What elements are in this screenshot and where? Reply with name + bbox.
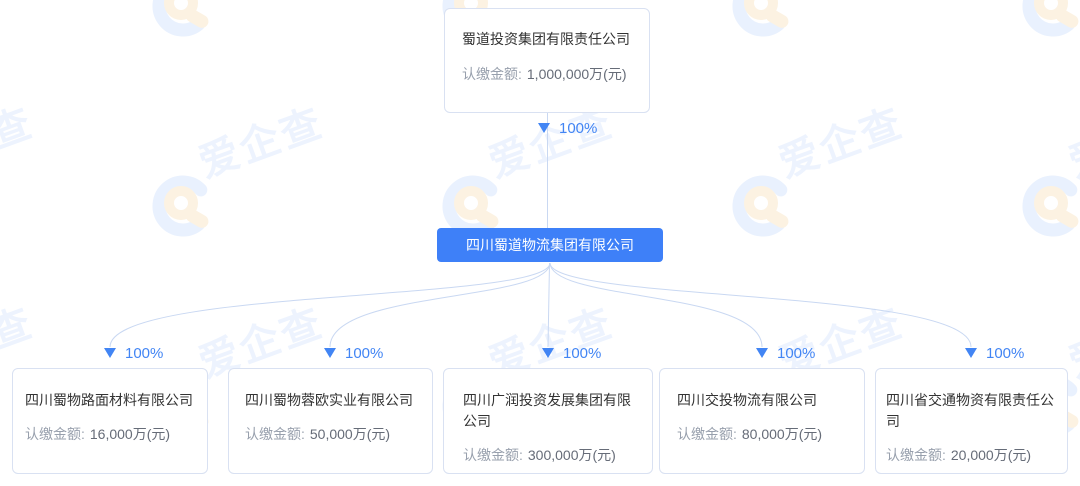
company-name: 四川蜀物路面材料有限公司: [25, 392, 193, 408]
percent-text: 100%: [125, 345, 164, 362]
amount-value: 300,000万(元): [527, 447, 616, 463]
arrow-down-icon: [104, 348, 116, 358]
subscribed-amount: 认缴金额:300,000万(元): [463, 445, 633, 465]
sub-5-percent-label: 100%: [965, 345, 1024, 362]
connector-to-sub-4: [549, 262, 763, 348]
arrow-down-icon: [542, 348, 554, 358]
percent-text: 100%: [563, 345, 602, 362]
arrow-down-icon: [324, 348, 336, 358]
arrow-down-icon: [756, 348, 768, 358]
root-connector-line: [547, 113, 548, 228]
subscribed-amount: 认缴金额:50,000万(元): [245, 424, 416, 444]
subsidiary-card-4[interactable]: 四川交投物流有限公司 认缴金额:80,000万(元): [659, 368, 865, 474]
percent-text: 100%: [986, 345, 1025, 362]
amount-value: 1,000,000万(元): [526, 66, 627, 82]
subsidiary-card-5[interactable]: 四川省交通物资有限责任公司 认缴金额:20,000万(元): [875, 368, 1068, 474]
subsidiary-card-3[interactable]: 四川广润投资发展集团有限公司 认缴金额:300,000万(元): [443, 368, 653, 474]
company-name: 蜀道投资集团有限责任公司: [462, 31, 630, 47]
connector-to-sub-1: [109, 262, 551, 348]
amount-label: 认缴金额:: [25, 426, 85, 442]
subscribed-amount: 认缴金额:1,000,000万(元): [462, 64, 632, 85]
subsidiary-card-2[interactable]: 四川蜀物蓉欧实业有限公司 认缴金额:50,000万(元): [228, 368, 433, 474]
subscribed-amount: 认缴金额:80,000万(元): [677, 424, 847, 444]
company-name: 四川省交通物资有限责任公司: [886, 392, 1054, 429]
connector-to-sub-2: [329, 262, 551, 348]
sub-2-percent-label: 100%: [324, 345, 383, 362]
arrow-down-icon: [538, 123, 550, 133]
company-name: 四川蜀物蓉欧实业有限公司: [245, 392, 413, 408]
amount-label: 认缴金额:: [463, 447, 523, 463]
amount-value: 50,000万(元): [309, 426, 391, 442]
connector-to-sub-5: [549, 262, 972, 348]
subscribed-amount: 认缴金额:20,000万(元): [886, 445, 1057, 465]
amount-label: 认缴金额:: [677, 426, 737, 442]
root-percent-label: 100%: [538, 120, 597, 137]
connector-to-sub-3: [547, 262, 550, 348]
amount-value: 80,000万(元): [741, 426, 823, 442]
company-name: 四川广润投资发展集团有限公司: [463, 392, 631, 429]
focus-company-node[interactable]: 四川蜀道物流集团有限公司: [437, 228, 663, 262]
amount-label: 认缴金额:: [462, 66, 522, 82]
sub-1-percent-label: 100%: [104, 345, 163, 362]
sub-4-percent-label: 100%: [756, 345, 815, 362]
company-name: 四川交投物流有限公司: [677, 392, 817, 408]
arrow-down-icon: [965, 348, 977, 358]
amount-value: 16,000万(元): [89, 426, 171, 442]
subscribed-amount: 认缴金额:16,000万(元): [25, 424, 195, 444]
percent-text: 100%: [559, 120, 598, 137]
amount-label: 认缴金额:: [886, 447, 946, 463]
amount-value: 20,000万(元): [950, 447, 1032, 463]
percent-text: 100%: [345, 345, 384, 362]
amount-label: 认缴金额:: [245, 426, 305, 442]
sub-3-percent-label: 100%: [542, 345, 601, 362]
percent-text: 100%: [777, 345, 816, 362]
subsidiary-card-1[interactable]: 四川蜀物路面材料有限公司 认缴金额:16,000万(元): [12, 368, 208, 474]
root-company-card[interactable]: 蜀道投资集团有限责任公司 认缴金额:1,000,000万(元): [444, 8, 650, 113]
